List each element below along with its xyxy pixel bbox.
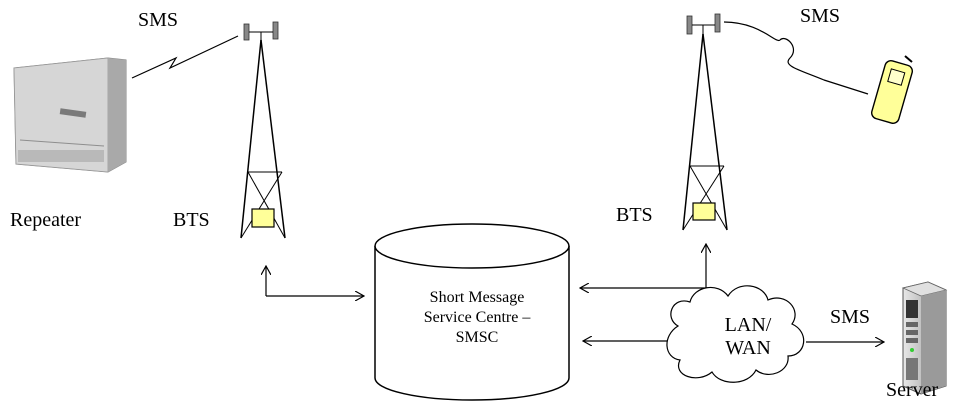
lan-wan-label: LAN/ WAN [708,314,788,360]
repeater-label: Repeater [10,209,82,231]
lan-wan-cloud-icon [666,285,805,383]
bts-tower-left-icon [240,21,286,239]
bts-right-smsc-connector [580,244,706,288]
sms-left-label: SMS [138,9,179,31]
smsc-label-line2: Service Centre – [423,309,531,326]
mobile-phone-icon [870,55,914,124]
smsc-label-line3: SMSC [455,329,499,346]
sms-link-right [723,21,869,95]
sms-right-label: SMS [800,5,841,27]
bts-left-smsc-connector [266,266,364,296]
bts-right-label: BTS [616,204,653,226]
server-icon [901,281,948,395]
bts-left-label: BTS [173,209,210,231]
lan-wan-label-line1: LAN/ [724,314,772,336]
server-label: Server [886,379,939,401]
sms-link-left [131,35,239,79]
smsc-database-cylinder [374,223,570,401]
bts-tower-right-icon [682,13,728,231]
lan-wan-label-line2: WAN [725,337,771,359]
smsc-label: Short Message Service Centre – SMSC [386,288,568,348]
sms-server-label: SMS [830,306,871,328]
smsc-label-line1: Short Message [429,289,525,306]
repeater-device-icon [13,57,127,173]
